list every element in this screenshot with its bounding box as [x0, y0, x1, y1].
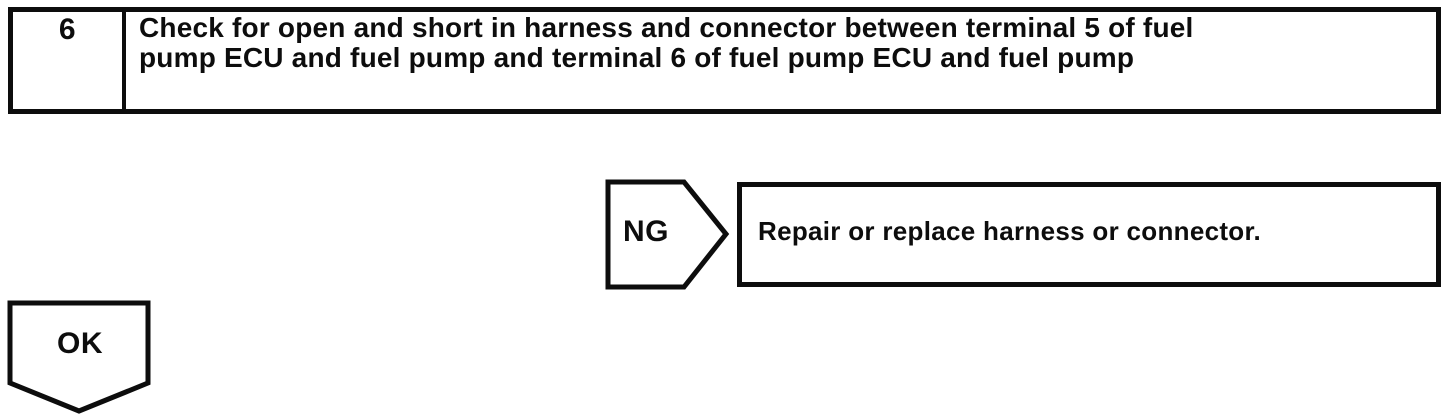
step-box: 6 Check for open and short in harness an…	[8, 7, 1441, 114]
ng-result-text: Repair or replace harness or connector.	[758, 216, 1261, 246]
ng-connector-arrow	[605, 179, 730, 290]
ng-pentagon-shape	[605, 179, 730, 290]
ok-pentagon-shape	[7, 300, 151, 414]
step-instruction-line-2: pump ECU and fuel pump and terminal 6 of…	[139, 42, 1135, 73]
step-number: 6	[13, 12, 126, 109]
ok-connector-label: OK	[57, 327, 103, 360]
step-instruction-line-1: Check for open and short in harness and …	[139, 12, 1194, 43]
ng-result-box: Repair or replace harness or connector.	[737, 182, 1441, 287]
ok-connector-arrow	[7, 300, 151, 414]
ng-connector-label: NG	[623, 215, 669, 248]
step-instruction: Check for open and short in harness and …	[126, 12, 1436, 109]
